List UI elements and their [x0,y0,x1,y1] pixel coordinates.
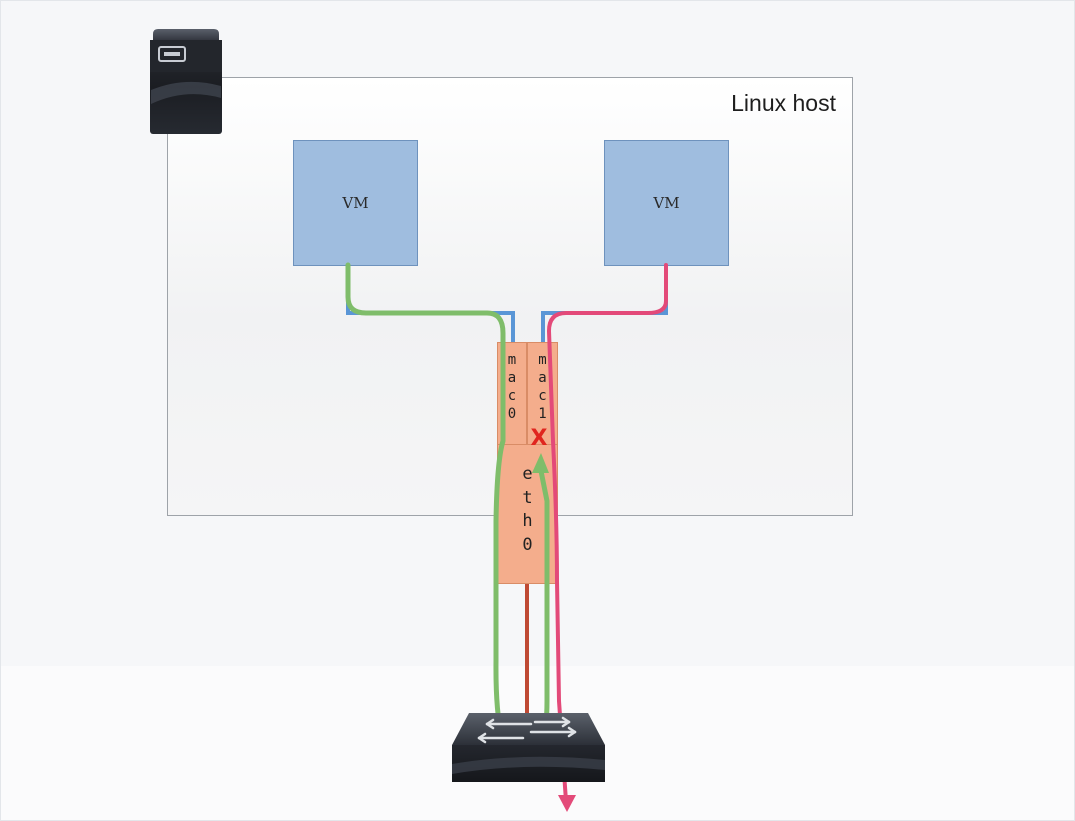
vm-right: VM [604,140,729,266]
eth0-label: e t h 0 [522,464,533,555]
vm-left: VM [293,140,418,266]
green-arrowhead [532,453,549,473]
blocked-marker: X [530,426,548,451]
pink-arrowhead [558,795,576,812]
server-icon [149,28,223,139]
vm-right-label: VM [653,194,680,212]
vm-right-link [541,267,668,342]
pink-traffic-path [547,263,668,803]
vm-left-label: VM [342,194,369,212]
linux-host-label: Linux host [731,90,836,116]
mac0-label: m a c 0 [507,352,517,422]
vm-left-link [346,267,515,342]
switch-icon [451,712,606,788]
mac1-label: m a c 1 [538,352,547,422]
